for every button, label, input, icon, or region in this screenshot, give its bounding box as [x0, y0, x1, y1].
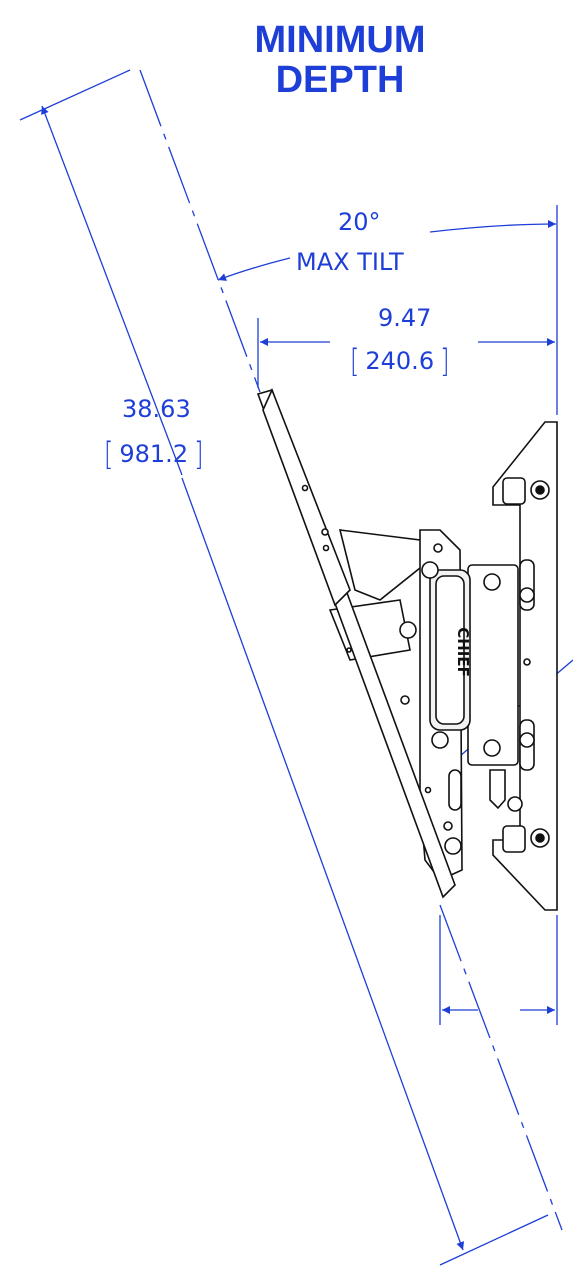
bracket-bolt-low — [431, 731, 449, 749]
diagonal-extension-bottom — [439, 1214, 549, 1266]
diagonal-mm-label: [981.2] — [104, 435, 203, 473]
bracket-latch — [489, 769, 506, 810]
bracket-slot-lower — [448, 769, 462, 811]
tilt-text-label: MAX TILT — [296, 248, 404, 276]
wall-plate-bolt-top-inner — [535, 485, 545, 495]
panel-hole-4 — [346, 647, 352, 653]
bracket-open: [ — [350, 342, 360, 380]
bracket-hole-d — [444, 837, 462, 855]
diagonal-dimension-line-lower — [181, 477, 465, 1251]
brand-label: CHIEF — [454, 627, 472, 677]
tilt-dimension — [217, 205, 558, 415]
diagonal-extension-top — [19, 69, 131, 121]
depth-mm-label: [240.6] — [350, 342, 449, 380]
bracket-pivot-bottom — [483, 739, 501, 757]
bracket-open-2: [ — [104, 435, 114, 473]
wall-plate-hole1 — [523, 658, 531, 666]
wall-plate — [492, 421, 558, 911]
bracket-hole-a — [400, 695, 410, 705]
panel-hole-3 — [322, 544, 330, 552]
bracket-close: ] — [440, 342, 450, 380]
diagonal-dimension — [19, 69, 563, 1266]
depth-inches-label: 9.47 — [378, 304, 432, 332]
wall-plate-bolt-bottom-inner — [535, 833, 545, 843]
wall-plate-bolt-mid1 — [519, 587, 535, 603]
display-panel — [256, 387, 456, 899]
bracket-bolt-mid — [399, 621, 417, 639]
tilt-arc-right — [429, 220, 557, 233]
title-line-2: DEPTH — [275, 59, 405, 101]
diagonal-inches-label: 38.63 — [122, 395, 191, 423]
tilt-angle-label: 20° — [338, 208, 381, 236]
tilt-arc-left — [217, 257, 291, 281]
mount-bracket — [328, 529, 523, 881]
bracket-housing — [467, 564, 519, 766]
wall-plate-bolt-mid2 — [519, 732, 535, 748]
wall-plate-upper-slot — [502, 477, 526, 505]
bracket-pivot-top — [483, 573, 501, 591]
depth-dimension — [257, 318, 555, 388]
bracket-arm-upper — [338, 529, 432, 601]
screen-centerline — [139, 69, 261, 393]
display-panel-back-rail — [262, 387, 351, 607]
bracket-bolt-top — [421, 561, 439, 579]
bracket-cover-inner — [435, 575, 465, 725]
panel-hole-2 — [321, 528, 329, 536]
diagonal-dimension-line-upper — [41, 105, 183, 476]
title-line-1: MINIMUM — [254, 19, 426, 61]
bracket-hole-b — [433, 543, 443, 553]
bracket-hole-c — [443, 821, 453, 831]
wall-plate-lower-slot — [502, 825, 526, 853]
depth-mm-value: 240.6 — [365, 347, 435, 375]
panel-hole-1 — [301, 484, 309, 492]
diagonal-mm-value: 981.2 — [119, 440, 189, 468]
bracket-latch-bolt — [507, 796, 523, 812]
panel-hole-5 — [424, 786, 432, 794]
bracket-close-2: ] — [194, 435, 204, 473]
screen-centerline-lower — [439, 904, 563, 1231]
